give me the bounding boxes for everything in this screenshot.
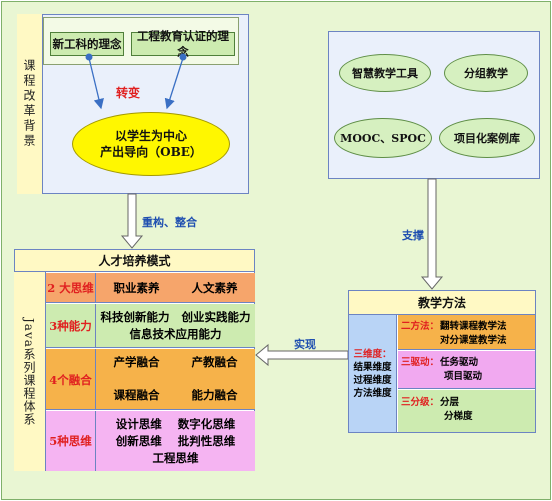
mooc-spoc-oval: MOOC、SPOC	[334, 118, 432, 158]
three-drivers-line-2: 项目驱动	[444, 371, 483, 382]
row-four-integrations: 4个融合 产学融合 产教融合 课程融合 能力融合	[46, 349, 255, 410]
row-four-integrations-text: 产学融合 产教融合 课程融合 能力融合	[98, 349, 253, 410]
row-four-integrations-label: 4个融合	[46, 349, 96, 410]
reform-background-side: 课程改革背景	[17, 14, 43, 194]
three-levels-line-1: 分层	[440, 397, 460, 408]
row-two-thinking-label: 2 大思维	[46, 273, 96, 303]
row-two-thinking: 2 大思维 职业素养 人文素养	[46, 273, 255, 303]
three-dimensions-title: 三维度：	[353, 348, 392, 360]
two-methods-line-1: 翻转课程教学法	[440, 321, 507, 332]
obe-line-1: 以学生为中心	[114, 129, 187, 143]
course-system-side: Java系列课程体系	[14, 272, 46, 471]
training-model-title: 人才培养模式	[14, 249, 255, 272]
obe-oval: 以学生为中心 产出导向（OBE）	[72, 112, 230, 176]
three-levels-line-2: 分梯度	[444, 411, 473, 422]
row-five-thinking-line-3: 工程思维	[152, 450, 199, 465]
row-three-abilities-label: 3种能力	[46, 304, 96, 348]
arrow-left-to-obe	[88, 57, 104, 110]
three-drivers-row: 三驱动： 任务驱动 项目驱动	[398, 351, 535, 389]
reform-background-label: 课程改革背景	[22, 59, 36, 149]
row-five-thinking-label: 5种思维	[46, 411, 96, 471]
row-five-thinking-line-2: 创新思维 批判性思维	[115, 433, 236, 448]
result-dimension: 结果维度	[353, 361, 392, 373]
smart-tools-oval: 智慧教学工具	[339, 54, 431, 92]
three-drivers-line-1: 任务驱动	[440, 357, 479, 368]
three-levels-row: 三分级： 分层 分梯度	[398, 390, 535, 432]
row-three-abilities-text: 科技创新能力 创业实践能力 信息技术应用能力	[98, 304, 253, 348]
two-methods-tag: 二方法：	[401, 321, 440, 332]
obe-line-2: 产出导向（OBE）	[100, 145, 202, 159]
concept-to-obe-arrows	[85, 53, 187, 110]
row-five-thinking-text: 设计思维 数字化思维 创新思维 批判性思维 工程思维	[98, 411, 253, 471]
two-methods-row: 二方法： 翻转课程教学法 对分课堂教学法	[398, 315, 535, 350]
two-methods-line-2: 对分课堂教学法	[440, 335, 507, 346]
row-five-thinking-line-1: 设计思维 数字化思维	[115, 416, 236, 431]
connector-dot-left	[85, 53, 93, 61]
implement-arrow	[255, 343, 349, 367]
group-teaching-oval: 分组教学	[444, 54, 528, 92]
row-four-integrations-line-2: 课程融合 能力融合	[113, 388, 238, 402]
arrow-right-to-obe	[164, 57, 184, 110]
process-dimension: 过程维度	[353, 374, 392, 386]
restructure-arrow	[120, 193, 144, 249]
restructure-label: 重构、整合	[142, 216, 197, 229]
row-four-integrations-line-1: 产学融合 产教融合	[113, 355, 238, 369]
three-drivers-tag: 三驱动：	[401, 357, 440, 368]
case-library-oval: 项目化案例库	[439, 118, 535, 158]
support-arrow	[420, 178, 444, 290]
three-dimensions-cell: 三维度： 结果维度 过程维度 方法维度	[349, 315, 397, 432]
row-three-abilities-line-1: 科技创新能力 创业实践能力	[100, 310, 251, 324]
row-five-thinking: 5种思维 设计思维 数字化思维 创新思维 批判性思维 工程思维	[46, 411, 255, 471]
row-three-abilities-line-2: 信息技术应用能力	[129, 327, 222, 341]
course-system-label: Java系列课程体系	[22, 317, 36, 426]
certification-box: 工程教育认证的理念	[131, 29, 235, 59]
connector-dot-right	[179, 53, 187, 61]
transform-label: 转变	[116, 86, 141, 100]
method-dimension: 方法维度	[353, 387, 392, 399]
implement-label: 实现	[294, 338, 316, 351]
row-three-abilities: 3种能力 科技创新能力 创业实践能力 信息技术应用能力	[46, 304, 255, 348]
support-label: 支撑	[402, 229, 424, 242]
teaching-method-title: 教学方法	[348, 290, 536, 315]
row-two-thinking-text: 职业素养 人文素养	[113, 280, 238, 295]
three-levels-tag: 三分级：	[401, 397, 440, 408]
